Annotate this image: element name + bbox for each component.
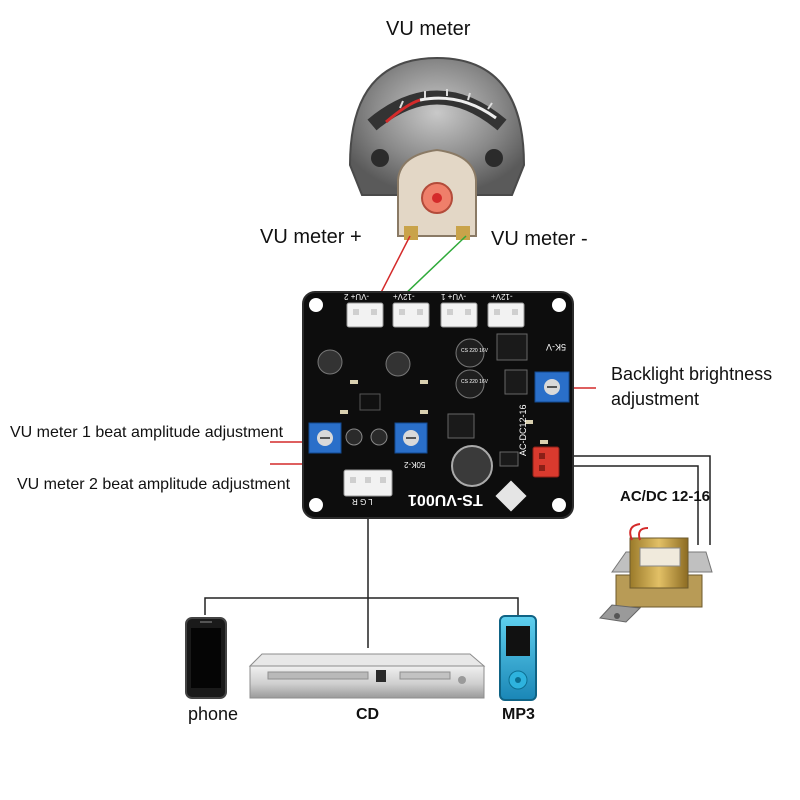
vu1-adjust-label: VU meter 1 beat amplitude adjustment	[10, 424, 284, 441]
vu2-adjust-label: VU meter 2 beat amplitude adjustment	[17, 476, 291, 493]
mounting-hole	[552, 498, 566, 512]
mounting-hole	[309, 498, 323, 512]
vu-meter-red-zone	[385, 98, 421, 124]
vu-driver-board	[302, 291, 574, 519]
transformer-label	[639, 547, 681, 567]
board-connector-label: -12V+	[393, 292, 415, 301]
mp3-label: MP3	[502, 706, 535, 723]
vu-meter-terminal-plus	[404, 226, 418, 240]
vu-meter-minus-label: VU meter -	[491, 228, 588, 250]
vu-meter-terminal-minus	[456, 226, 470, 240]
pot-vu2	[394, 422, 428, 454]
connector-vu1	[440, 302, 478, 328]
cd-player	[248, 653, 486, 699]
vu-meter	[348, 56, 526, 240]
connector-12v-a	[392, 302, 430, 328]
capacitor-label: CS 220 16V	[461, 379, 488, 385]
capacitor-220uf	[455, 338, 485, 368]
capacitor-220uf	[455, 369, 485, 399]
phone-label: phone	[188, 704, 239, 724]
wire-power-1	[560, 455, 711, 545]
connector-vu2	[346, 302, 384, 328]
cd-display	[376, 670, 386, 682]
capacitor-large	[451, 445, 493, 487]
board-connector-label: -VU+ 1	[441, 292, 467, 301]
acdc-label: AC/DC 12-16	[620, 488, 711, 505]
pot-backlight	[534, 371, 570, 403]
vu-meter-title: VU meter	[386, 18, 471, 40]
pot-vu1	[308, 422, 342, 454]
board-power-label: AC-DC12-16	[518, 404, 528, 456]
cd-player-front	[249, 665, 485, 699]
backlight-label-line2: adjustment	[611, 389, 700, 409]
board-connector-label: -12V+	[491, 292, 513, 301]
cd-tray	[267, 671, 369, 680]
wire-power-2	[560, 465, 699, 545]
board-pot-label: 5K-V	[546, 342, 567, 352]
wire-audio-split	[204, 597, 519, 615]
connector-12v-b	[487, 302, 525, 328]
vu-meter-plus-label: VU meter +	[260, 226, 362, 248]
board-pot2-label: 50K-2	[404, 460, 426, 469]
mp3-player	[499, 615, 537, 701]
mounting-hole	[309, 298, 323, 312]
board-logo	[495, 480, 527, 512]
board-model-label: TS-VU001	[408, 491, 483, 508]
phone	[185, 617, 227, 699]
transformer	[598, 523, 713, 623]
backlight-label-line1: Backlight brightness	[611, 364, 773, 384]
board-input-pins-label: L G R	[352, 497, 373, 506]
mounting-hole	[552, 298, 566, 312]
regulator	[496, 333, 528, 361]
cd-label: CD	[356, 706, 380, 723]
power-connector	[532, 446, 560, 478]
capacitor-label: CS 220 16V	[461, 348, 488, 354]
board-connector-label: -VU+ 2	[344, 292, 370, 301]
regulator	[504, 369, 528, 395]
